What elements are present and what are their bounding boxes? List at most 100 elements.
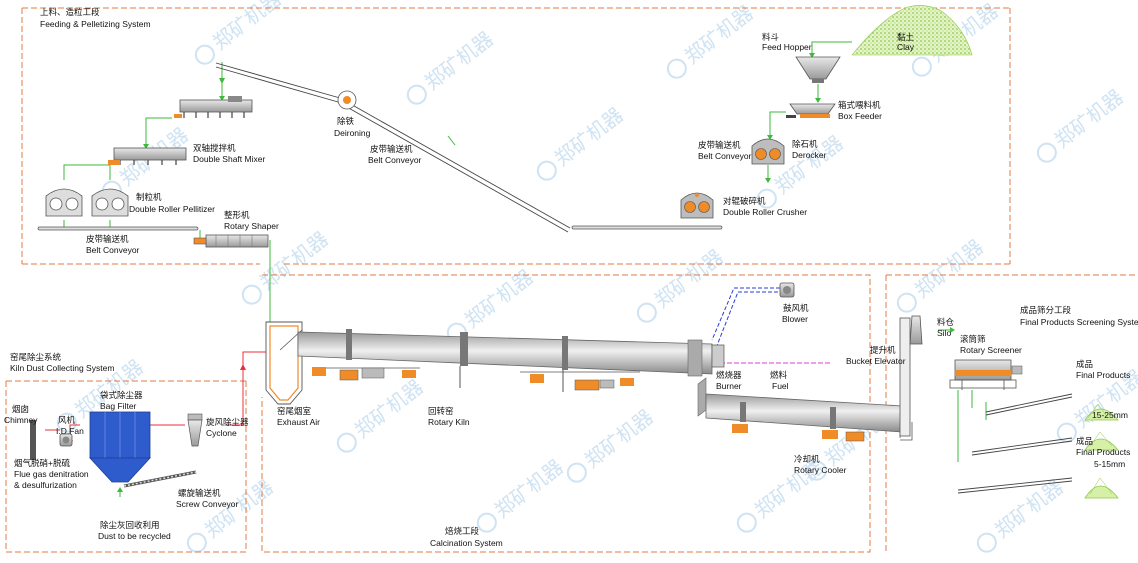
calcination-section-border [261,274,871,553]
rotary-screener [949,359,1023,390]
id-fan-label-en: I.D.Fan [56,426,84,436]
derocker [751,138,785,165]
feed-hopper-label-en: Feed Hopper [762,42,812,52]
calcination-title-cn: 焙烧工段 [445,526,480,536]
exhaust-air-label-cn: 窑尾烟室 [277,406,312,416]
watermark: 郑矿机器 [186,475,278,553]
rotary-kiln [297,329,713,392]
watermark-text: 郑矿机器 [1050,85,1128,153]
belt-conveyor-left-label-en: Belt Conveyor [86,245,140,255]
fuel-label-cn: 燃料 [770,370,788,380]
flue-gas-label-en-1: Flue gas denitration [14,469,89,479]
rotary-kiln-label-en: Rotary Kiln [428,417,470,427]
bucket-elevator-label-cn: 提升机 [870,345,896,355]
clay-pile [851,5,973,56]
rotary-cooler-label-cn: 冷却机 [794,454,820,464]
product-conveyors [957,393,1073,494]
watermark-gear-icon [1036,142,1057,163]
double-roller-crusher [680,192,714,219]
chimney [30,420,36,460]
dust-recycled-label-en: Dust to be recycled [98,531,171,541]
final-products-label-en: Final Products [1076,370,1130,380]
belt-conveyor-right-label-en: Belt Conveyor [698,151,752,161]
watermark-text: 郑矿机器 [650,245,728,313]
chimney-label-en: Chimney [4,415,38,425]
watermark-gear-icon [566,462,587,483]
screener-label-cn: 滚筒筛 [960,334,986,344]
feed-hopper [795,56,841,83]
belt-conveyor-incline-label-cn: 皮带输送机 [370,144,413,154]
deironing [337,90,357,110]
watermark-text: 郑矿机器 [420,27,498,95]
double-shaft-mixer-upper [174,96,253,118]
watermark: 郑矿机器 [536,103,628,181]
double-roller-pelletizer-right [91,188,129,217]
deironing-label-en: Deironing [334,128,371,138]
silo-label-en: Silo [937,328,951,338]
watermark-gear-icon [976,532,997,553]
bag-filter-label-en: Bag Filter [100,401,137,411]
mixer-label-en: Double Shaft Mixer [193,154,265,164]
watermark-gear-icon [1056,422,1077,443]
belt-conveyor-left [37,226,199,231]
watermark-gear-icon [56,412,77,433]
screw-conveyor [123,470,197,488]
bucket-elevator-label-en: Bucket Elevator [846,356,906,366]
bag-filter [89,411,151,483]
fuel-label-en: Fuel [772,381,789,391]
box-feeder-label-en: Box Feeder [838,111,882,121]
silo [909,315,923,345]
screening-title-cn: 成品筛分工段 [1020,305,1072,315]
final-products-label-cn-2: 成品 [1076,436,1093,446]
kiln-dust-title-en: Kiln Dust Collecting System [10,363,114,373]
screw-conveyor-label-en: Screw Conveyor [176,499,239,509]
cyclone [187,413,203,447]
air-flow-lines [711,287,780,349]
belt-conveyor-incline-label-en: Belt Conveyor [368,155,422,165]
equipment-labels: 黏土 Clay 料斗 Feed Hopper 箱式喂料机 Box Feeder … [4,32,1130,541]
rotary-shaper [193,234,269,248]
belt-conveyor-right [571,225,723,230]
box-feeder [786,103,836,118]
watermark-gear-icon [756,188,777,209]
flue-gas-label-cn: 烟气脱硝+脱硫 [14,458,70,468]
watermark: 郑矿机器 [194,0,286,65]
watermark-text: 郑矿机器 [580,405,658,473]
cyclone-label-en: Cyclone [206,428,237,438]
watermark-gear-icon [186,532,207,553]
flue-gas-label-en-2: & desulfurization [14,480,77,490]
watermark: 郑矿机器 [566,405,658,483]
cyclone-label-cn: 旋风除尘器 [206,417,249,427]
watermark-gear-icon [241,284,262,305]
screening-title-en: Final Products Screening System [1020,317,1138,327]
section-borders [5,7,1135,553]
exhaust-air-chamber [265,321,303,405]
screener-label-en: Rotary Screener [960,345,1022,355]
watermark-text: 郑矿机器 [490,455,568,523]
double-shaft-mixer [108,147,187,165]
kiln-dust-title-cn: 窑尾除尘系统 [10,352,62,362]
burner [711,344,725,368]
rotary-cooler-label-en: Rotary Cooler [794,465,847,475]
feeding-title-en: Feeding & Pelletizing System [40,19,151,29]
clay-label-cn: 黏土 [897,32,915,42]
bag-filter-label-cn: 袋式除尘器 [100,390,143,400]
feeding-title-cn: 上料、造粒工段 [40,7,100,17]
mixer-label-cn: 双轴搅拌机 [193,143,236,153]
calcination-title-en: Calcination System [430,538,503,548]
dust-recycled-label-cn: 除尘灰回收利用 [100,520,160,530]
chimney-label-cn: 烟囱 [12,404,29,414]
watermark-layer: 郑矿机器郑矿机器郑矿机器郑矿机器郑矿机器郑矿机器郑矿机器郑矿机器郑矿机器郑矿机器… [56,0,1138,553]
size-large-label: 15-25mm [1092,410,1128,420]
watermark-gear-icon [194,44,215,65]
derocker-label-en: Derocker [792,150,827,160]
watermark-text: 郑矿机器 [990,475,1068,543]
id-fan [59,433,73,447]
watermark-gear-icon [536,160,557,181]
section-titles: 上料、造粒工段 Feeding & Pelletizing System 窑尾除… [10,7,1138,548]
watermark-gear-icon [406,84,427,105]
feed-hopper-label-cn: 料斗 [762,32,780,42]
double-roller-pelletizer-left [45,188,83,217]
